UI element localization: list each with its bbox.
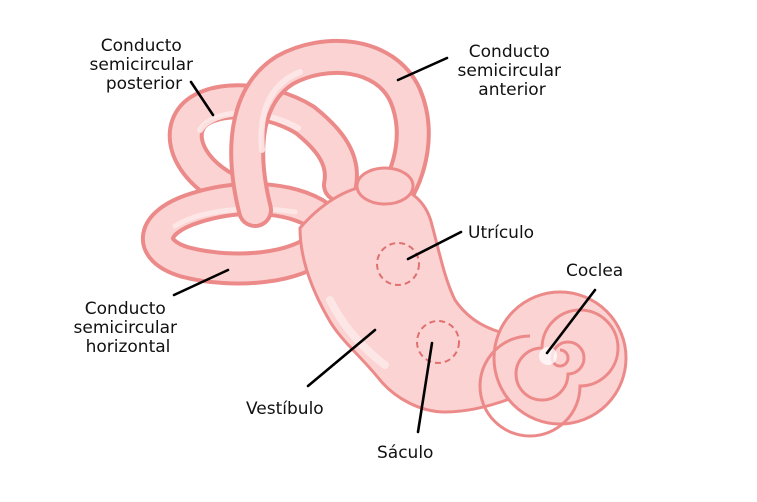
labels: Conducto semicircular posterior Conducto… bbox=[74, 36, 624, 463]
horizontal-canal-leader bbox=[172, 268, 230, 297]
utricle-leader bbox=[406, 230, 463, 261]
anterior-canal-label: Conducto semicircular anterior bbox=[458, 42, 567, 100]
leader-lines bbox=[172, 56, 597, 434]
cochlea-label: Coclea bbox=[566, 261, 623, 281]
horizontal-canal-label: Conducto semicircular horizontal bbox=[74, 299, 183, 357]
utricle-marker bbox=[376, 242, 420, 286]
posterior-canal-label: Conducto semicircular posterior bbox=[90, 36, 199, 94]
vestibule-body-shape bbox=[298, 166, 522, 414]
anterior-canal-leader bbox=[396, 56, 449, 82]
saccule-marker bbox=[416, 320, 460, 364]
cochlea-shape bbox=[478, 290, 628, 438]
inner-ear-illustration bbox=[141, 38, 628, 438]
posterior-canal-leader bbox=[189, 80, 215, 117]
vestibule-leader bbox=[306, 328, 377, 388]
cochlea-leader bbox=[545, 288, 597, 355]
vestibule-label: Vestíbulo bbox=[246, 399, 324, 419]
saccule-leader bbox=[416, 341, 434, 434]
saccule-label: Sáculo bbox=[377, 443, 433, 463]
anterior-canal-shape bbox=[229, 38, 431, 228]
utricle-label: Utrículo bbox=[468, 223, 534, 243]
